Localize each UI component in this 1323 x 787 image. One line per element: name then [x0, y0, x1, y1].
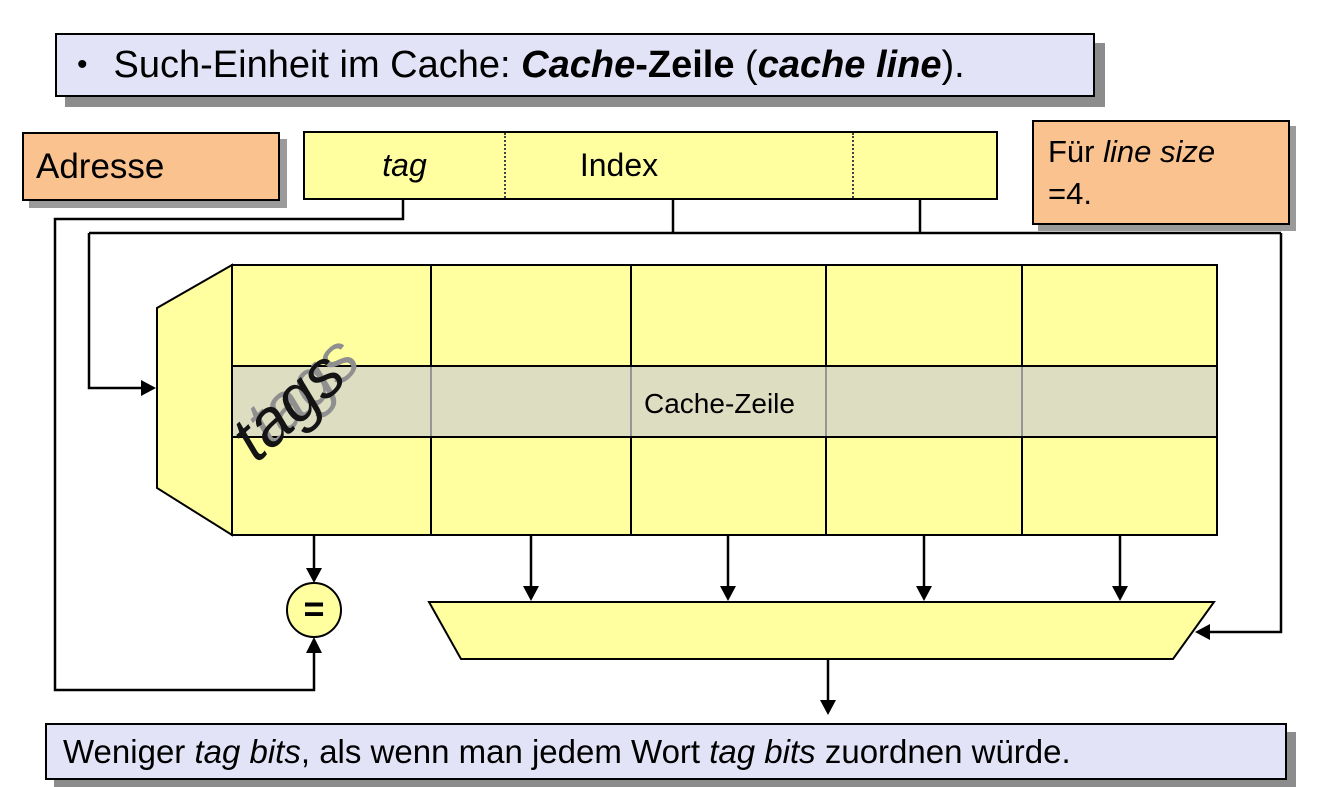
address-tag-field: tag — [382, 147, 427, 183]
title-text: Such-Einheit im Cache: Cache-Zeile (cach… — [113, 43, 965, 86]
bullet-icon: • — [77, 48, 88, 81]
connector-index-to-array — [87, 233, 141, 390]
connectors — [53, 200, 1283, 700]
address-label-box: Adresse — [22, 132, 280, 201]
arrow-down-comparator — [306, 568, 322, 583]
line-size-note-line1: Für line size — [1048, 134, 1216, 169]
field-separator-index-offset — [852, 133, 854, 198]
arrow-down-mux-2 — [720, 586, 736, 601]
address-bar: tag Index — [303, 131, 998, 200]
title-box: • Such-Einheit im Cache: Cache-Zeile (ca… — [55, 33, 1095, 97]
line-size-note-line2: =4. — [1048, 176, 1092, 211]
arrow-right-array — [141, 380, 156, 396]
arrow-down-output — [820, 700, 836, 715]
address-label: Adresse — [36, 146, 165, 186]
arrow-down-mux-1 — [523, 586, 539, 601]
connector-offset-to-mux — [1210, 233, 1283, 634]
address-index-field: Index — [579, 147, 659, 183]
bottom-note-text: Weniger tag bits, als wenn man jedem Wor… — [63, 732, 1071, 770]
field-separator-tag-index — [504, 133, 506, 198]
tags-label: tags — [216, 335, 359, 475]
arrow-left-mux — [1195, 624, 1210, 640]
comparator-symbol: = — [303, 588, 325, 629]
bottom-note: Weniger tag bits, als wenn man jedem Wor… — [45, 723, 1287, 780]
arrow-down-mux-3 — [916, 586, 932, 601]
tags-wedge — [156, 263, 233, 537]
multiplexer — [427, 601, 1216, 660]
line-size-note: Für line size =4. — [1032, 120, 1290, 225]
arrow-down-mux-4 — [1112, 586, 1128, 601]
cache-line-label: Cache-Zeile — [644, 388, 795, 419]
connector-tag-to-comparator — [53, 200, 405, 692]
arrow-up-comparator — [306, 637, 322, 653]
